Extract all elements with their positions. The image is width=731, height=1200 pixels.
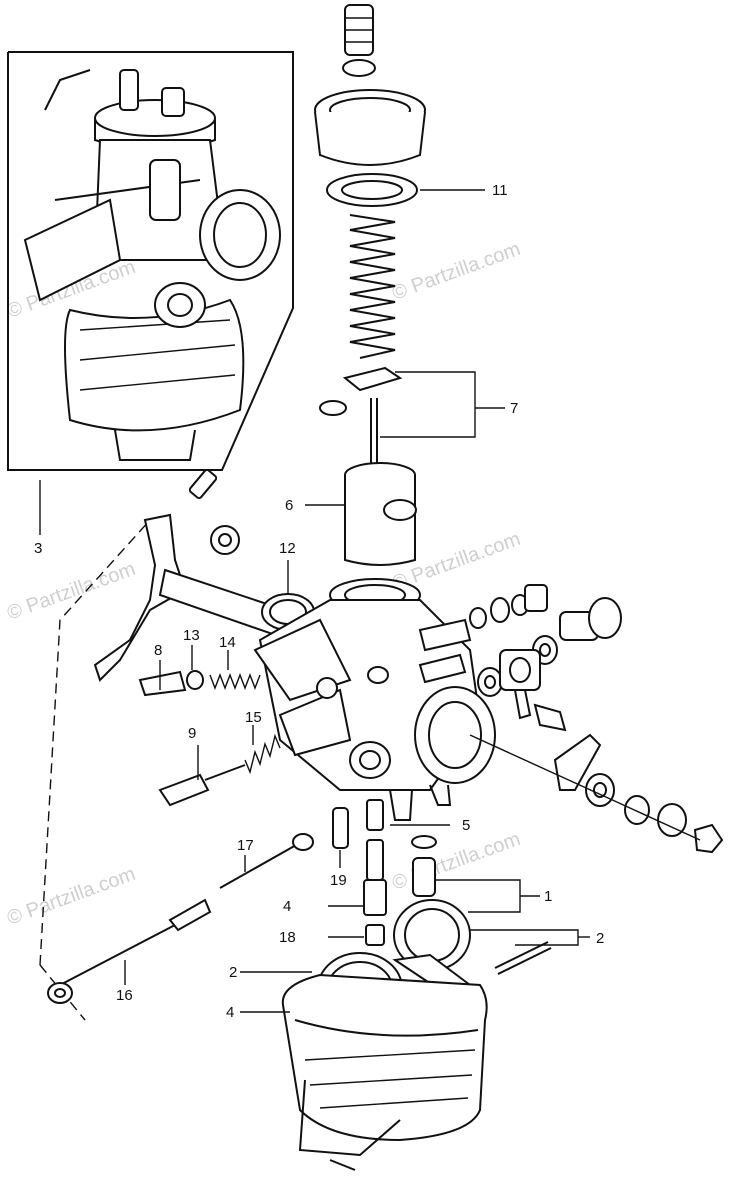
callout-16: 16 bbox=[116, 987, 133, 1004]
watermark: © Partzilla.com bbox=[389, 238, 523, 305]
watermark: © Partzilla.com bbox=[4, 558, 138, 625]
throttle-slide bbox=[344, 462, 417, 566]
side-banjo bbox=[499, 649, 541, 720]
throttle-spring bbox=[349, 214, 396, 359]
callout-6: 4 bbox=[283, 898, 291, 915]
leader-lines bbox=[124, 189, 590, 1013]
callout-14: 14 bbox=[219, 634, 236, 651]
carb-body bbox=[253, 578, 496, 821]
callout-10: 9 bbox=[188, 725, 196, 742]
screw-cap bbox=[342, 4, 376, 77]
pilot-jet bbox=[332, 807, 349, 849]
callout-13: 13 bbox=[183, 627, 200, 644]
float-needle bbox=[365, 835, 437, 946]
callout-7: 6 bbox=[285, 497, 293, 514]
callout-9: 8 bbox=[154, 642, 162, 659]
callout-2-left: 2 bbox=[229, 964, 237, 981]
needle-clip bbox=[319, 366, 403, 416]
callout-3: 3 bbox=[34, 540, 42, 557]
callout-5: 5 bbox=[462, 817, 470, 834]
carb-assembly-inset bbox=[7, 51, 294, 535]
jet-needle bbox=[370, 398, 378, 465]
callout-12: 12 bbox=[279, 540, 296, 557]
callout-18: 18 bbox=[279, 929, 296, 946]
callout-15: 15 bbox=[245, 709, 262, 726]
needle-jet bbox=[363, 839, 387, 916]
callout-1: 1 bbox=[544, 888, 552, 905]
callout-8: 7 bbox=[510, 400, 518, 417]
choke-link bbox=[469, 733, 724, 854]
callout-labels: 11 7 6 3 12 8 13 14 15 9 5 17 19 1 4 2 1… bbox=[34, 182, 604, 1021]
callout-2-right: 2 bbox=[596, 930, 604, 947]
side-bolts bbox=[469, 584, 622, 732]
float-pin bbox=[494, 941, 552, 975]
watermark: © Partzilla.com bbox=[389, 828, 523, 895]
throttle-lever bbox=[93, 469, 302, 682]
main-jet bbox=[366, 799, 384, 831]
callout-17: 17 bbox=[237, 837, 254, 854]
cap-ring bbox=[314, 89, 426, 207]
choke-rod bbox=[47, 833, 314, 1004]
watermark: © Partzilla.com bbox=[4, 863, 138, 930]
callout-4: 4 bbox=[226, 1004, 234, 1021]
float-chamber bbox=[281, 973, 488, 1171]
callout-19: 19 bbox=[330, 872, 347, 889]
idle-screw bbox=[138, 670, 261, 697]
mixture-screw bbox=[158, 733, 281, 807]
callout-11: 11 bbox=[492, 182, 508, 199]
